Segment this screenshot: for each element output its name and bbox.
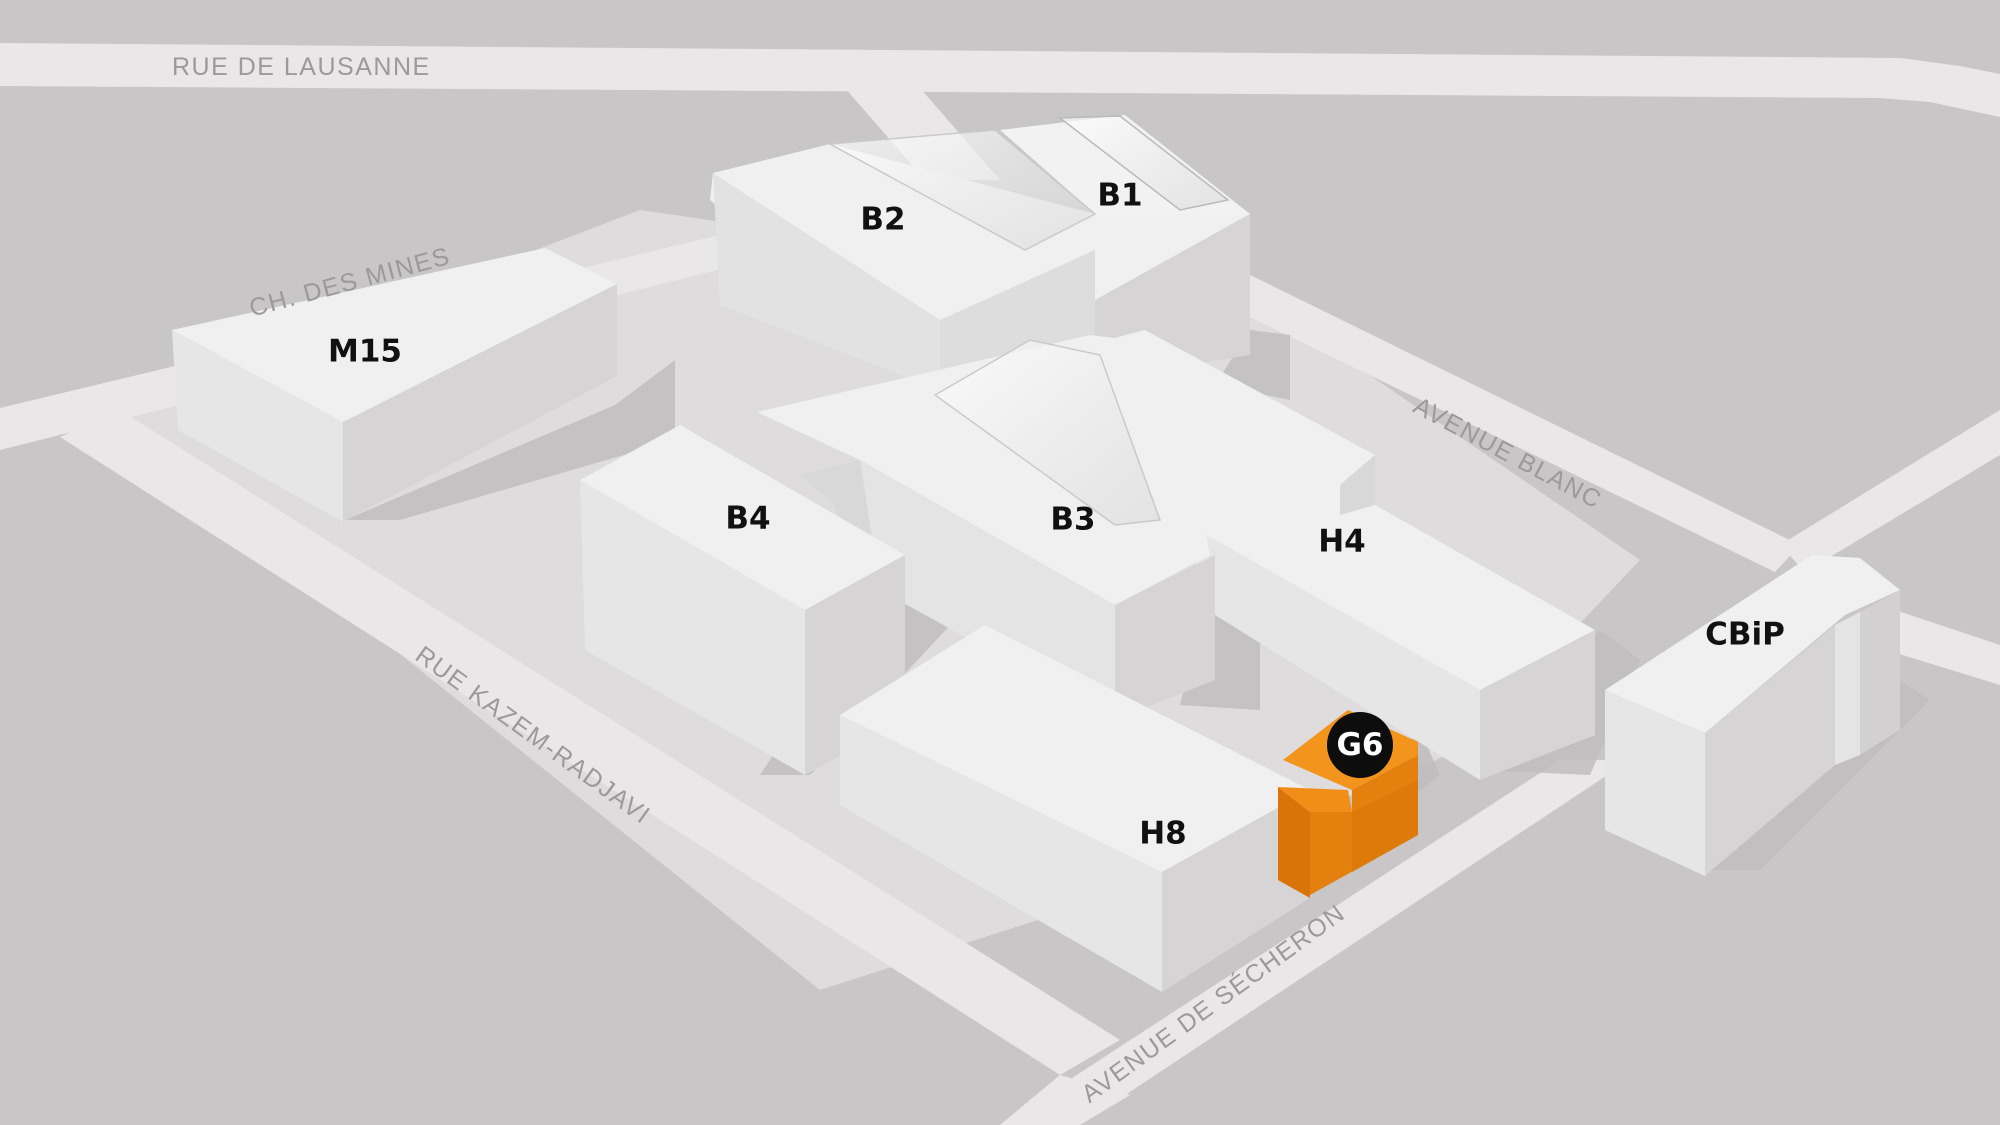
- building-b4: [580, 425, 905, 775]
- building-label-b4: B4: [725, 500, 771, 537]
- road-avenue-blanc: [1215, 270, 1800, 572]
- h8-roof: [840, 625, 1310, 872]
- b2-wall-front: [713, 173, 940, 390]
- cbip-wing-side: [1860, 590, 1900, 755]
- m15-wall-front: [172, 330, 343, 522]
- m15-wall-side: [343, 284, 617, 522]
- g6-badge-label: G6: [1336, 726, 1384, 763]
- b3-glass-roof: [933, 339, 1162, 526]
- g6-step-roof: [1278, 787, 1352, 812]
- road-avenue-de-secheron: [1000, 760, 1630, 1125]
- building-cbip: [1605, 555, 1900, 876]
- g6-wall-side: [1278, 787, 1310, 898]
- road-secheron-south: [1000, 1075, 1130, 1125]
- cbip-wall-front: [1605, 690, 1705, 876]
- building-b3: [757, 335, 1215, 720]
- building-label-b3: B3: [1050, 501, 1096, 538]
- h8-wall-front: [840, 715, 1162, 992]
- b3-wall-side: [1115, 555, 1215, 720]
- b2-glass-roof: [827, 129, 1097, 251]
- building-m15: [172, 248, 617, 522]
- building-label-h4: H4: [1318, 523, 1366, 560]
- cbip-roof: [1605, 555, 1900, 733]
- building-label-b1: B1: [1097, 177, 1143, 214]
- cbip-wall-side: [1705, 625, 1835, 876]
- g6-marker-badge[interactable]: G6: [1327, 712, 1393, 778]
- building-label-h8: H8: [1139, 815, 1187, 852]
- b2-roof: [710, 144, 1250, 390]
- b1-glass-roof: [1057, 115, 1230, 211]
- road-rue-kazem-radjavi: [60, 410, 1120, 1075]
- street-label-rue-de-lausanne: RUE DE LAUSANNE: [172, 53, 431, 81]
- road-east-stub: [1870, 605, 2000, 685]
- h4-wall-side: [1480, 630, 1595, 780]
- b4-roof: [580, 425, 905, 610]
- b3-link-wall: [800, 460, 880, 590]
- road-avenue-blanc-ne: [1780, 410, 2000, 572]
- road-rue-de-lausanne: [0, 43, 2000, 117]
- m15-roof: [172, 248, 617, 422]
- cbip-wing-front: [1835, 612, 1860, 765]
- h8-wall-side: [1162, 790, 1310, 992]
- building-label-cbip: CBiP: [1705, 616, 1785, 653]
- building-label-b2: B2: [860, 201, 906, 238]
- building-label-m15: M15: [328, 333, 402, 370]
- g6-wall-east: [1352, 780, 1418, 872]
- b3-wall-front: [860, 460, 1115, 720]
- h4-wall-front: [1180, 520, 1480, 780]
- building-h8: [840, 625, 1310, 992]
- b4-wall-front: [580, 480, 805, 775]
- h4-step-wall: [1340, 455, 1375, 515]
